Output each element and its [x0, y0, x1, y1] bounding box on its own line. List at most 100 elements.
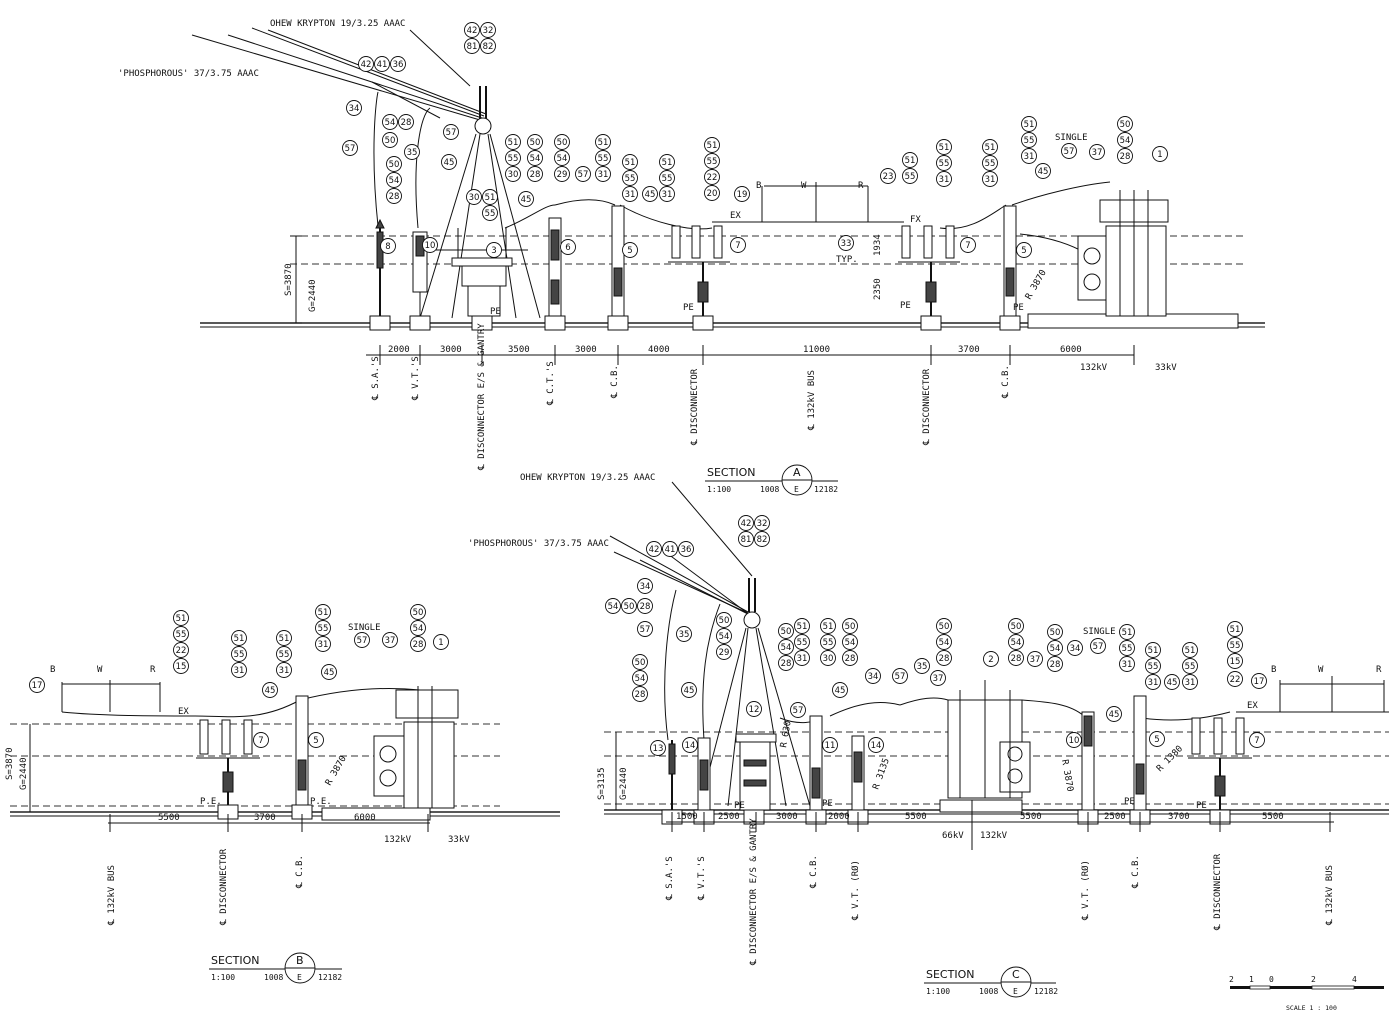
item-balloon: 35: [676, 626, 692, 642]
item-balloon-label: 7: [258, 736, 263, 746]
note-c-r630: R 630: [779, 720, 794, 748]
cl-b-disc: DISCONNECTOR: [219, 848, 229, 914]
jumper-sa: [373, 91, 379, 227]
cl-a-sa: S.A.'S: [371, 356, 381, 389]
item-balloon-label: 55: [707, 157, 718, 167]
item-balloon: 5: [622, 242, 638, 258]
item-balloon: 13: [650, 740, 666, 756]
svg-text:℄ V.T. (RØ): ℄ V.T. (RØ): [850, 860, 861, 921]
item-balloon: 17: [29, 677, 45, 693]
item-balloon: 54: [632, 670, 648, 686]
item-balloon: 37: [1089, 144, 1105, 160]
item-balloon-label: 1: [1157, 150, 1162, 160]
item-balloon-label: 50: [413, 608, 424, 618]
item-balloon: 57: [443, 124, 459, 140]
item-balloon-label: 7: [1254, 736, 1259, 746]
cl-a-ds-es: DISCONNECTOR E/S & GANTRY: [477, 323, 487, 459]
item-balloon-label: 35: [917, 662, 928, 672]
item-balloon: 31: [1021, 148, 1037, 164]
item-balloon-label: 50: [1050, 628, 1061, 638]
dim-a-4: 3000: [575, 345, 597, 355]
item-balloon-label: 57: [1093, 642, 1104, 652]
item-balloon-label: 30: [469, 193, 480, 203]
item-balloon-label: 55: [1230, 641, 1241, 651]
item-balloon: 55: [1227, 637, 1243, 653]
cl-c-disc: DISCONNECTOR: [1213, 853, 1223, 919]
title-a-scale: 1:100: [707, 485, 731, 494]
item-balloon: 54: [386, 172, 402, 188]
cl-a-vt: V.T.'S: [411, 356, 421, 389]
item-balloon-label: 22: [707, 173, 718, 183]
item-balloon-label: 50: [635, 658, 646, 668]
item-balloon-label: 54: [608, 602, 619, 612]
item-balloon: 55: [982, 155, 998, 171]
item-balloon: 54: [936, 634, 952, 650]
item-balloon: 57: [892, 668, 908, 684]
item-balloon-label: 51: [508, 138, 519, 148]
level-c-s: S=3135: [597, 767, 607, 800]
item-balloon: 10: [1066, 732, 1082, 748]
note-b-pe1: P.E.: [200, 797, 222, 807]
item-balloon: 28: [386, 188, 402, 204]
section-c: S=3135 G=2440 OHEW KRYPTON 19/3.25 AAAC …: [468, 473, 1389, 998]
item-balloon: 54: [410, 620, 426, 636]
item-balloon-label: 31: [598, 170, 609, 180]
svg-text:℄ V.T.'S: ℄ V.T.'S: [411, 356, 421, 401]
item-balloon-label: 19: [737, 190, 748, 200]
item-balloon-label: 50: [781, 627, 792, 637]
svg-text:℄ C.B.: ℄ C.B.: [809, 855, 819, 889]
equipment-c-cb2: [1129, 695, 1151, 825]
item-balloon-label: 54: [1011, 638, 1022, 648]
dimension-chain-b: [108, 814, 430, 832]
item-balloon-label: 82: [757, 535, 768, 545]
title-a-label: SECTION: [707, 466, 755, 479]
item-balloon: 36: [678, 541, 694, 557]
item-balloon-label: 82: [483, 42, 494, 52]
item-balloon-label: 34: [640, 582, 651, 592]
svg-text:℄ 132kV BUS: ℄ 132kV BUS: [807, 370, 817, 431]
dim-b-1: 5500: [158, 813, 180, 823]
item-balloon: 50: [554, 134, 570, 150]
item-balloon-label: 28: [1050, 660, 1061, 670]
equipment-sa: [369, 218, 391, 331]
item-balloon: 55: [902, 168, 918, 184]
item-balloon: 30: [505, 166, 521, 182]
item-balloon: 28: [632, 686, 648, 702]
item-balloon-label: 31: [985, 175, 996, 185]
title-a-ref: 1008: [760, 485, 779, 494]
cl-a-disc: DISCONNECTOR: [690, 368, 700, 434]
item-balloon: 57: [354, 632, 370, 648]
title-c-scale: 1:100: [926, 987, 950, 996]
item-balloon: 51: [820, 618, 836, 634]
item-balloon-label: 29: [557, 170, 568, 180]
item-balloon: 55: [936, 155, 952, 171]
item-balloon-label: 32: [757, 519, 768, 529]
title-b-label: SECTION: [211, 954, 259, 967]
item-balloon-label: 34: [868, 672, 879, 682]
item-balloon: 30: [820, 650, 836, 666]
cl-c-vt-r: V.T. (RØ): [850, 860, 861, 909]
item-balloon: 34: [637, 578, 653, 594]
item-balloon-label: 45: [521, 195, 532, 205]
item-balloon-label: 22: [176, 646, 187, 656]
item-balloon-label: 57: [1064, 147, 1075, 157]
item-balloon-label: 28: [1120, 152, 1131, 162]
item-balloon: 31: [1182, 674, 1198, 690]
item-balloon-label: 28: [845, 654, 856, 664]
item-balloon: 28: [936, 650, 952, 666]
svg-text:℄ C.B.: ℄ C.B.: [295, 855, 305, 889]
item-balloon: 42: [738, 515, 754, 531]
section-b: S=3870 G=2440 B W R EX SINGLE: [5, 604, 560, 984]
item-balloon-label: 17: [1254, 677, 1265, 687]
item-balloon: 50: [632, 654, 648, 670]
scale-bar: 2 1 0 2 4 SCALE 1 : 100: [1229, 975, 1384, 1012]
item-balloon-label: 57: [345, 144, 356, 154]
jumper-cb: [619, 204, 713, 230]
level-s-label: S=3870: [284, 263, 294, 296]
item-balloon-label: 45: [444, 158, 455, 168]
item-balloon: 50: [778, 623, 794, 639]
item-balloon-label: 45: [684, 686, 695, 696]
level-g-label: G=2440: [308, 279, 318, 312]
item-balloon: 51: [1119, 624, 1135, 640]
